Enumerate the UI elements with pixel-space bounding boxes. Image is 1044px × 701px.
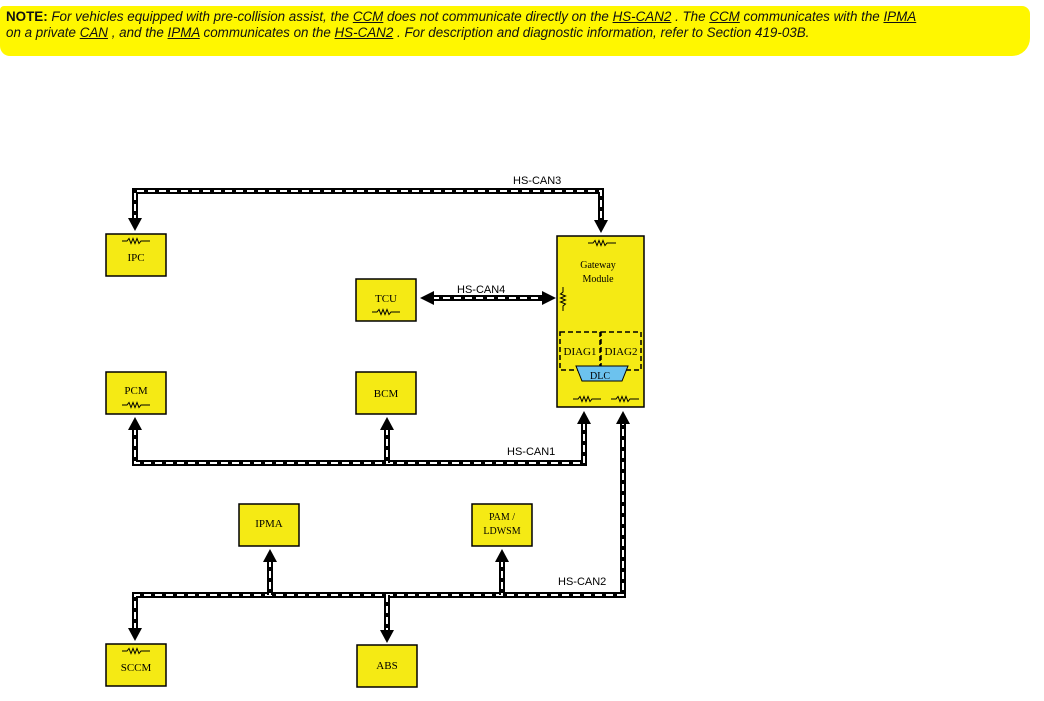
note-banner: NOTE: For vehicles equipped with pre-col… <box>0 0 1044 60</box>
hs-can4-bus <box>420 291 556 305</box>
dlc-connector-icon <box>575 365 629 382</box>
abs-module[interactable]: ABS <box>356 644 418 688</box>
tcu-label: TCU <box>375 293 397 305</box>
sccm-label: SCCM <box>121 662 152 674</box>
diag2-label: DIAG2 <box>605 346 638 358</box>
hs-can4-label: HS-CAN4 <box>457 284 505 296</box>
hs-can1-bus <box>128 411 591 466</box>
pam-label-line1: PAM / <box>489 512 515 523</box>
arrow-head <box>128 417 142 430</box>
arrow-head <box>128 218 142 231</box>
arrow-head <box>616 411 630 424</box>
ipma-link[interactable]: IPMA <box>883 9 917 24</box>
arrow-head <box>577 411 591 424</box>
bcm-module[interactable]: BCM <box>355 371 417 415</box>
note-segment: does not communicate directly on the <box>383 9 613 24</box>
dlc-label: DLC <box>590 371 610 382</box>
ipma-link[interactable]: IPMA <box>167 24 200 40</box>
arrow-head <box>420 291 434 305</box>
note-segment: communicates on the <box>199 24 335 40</box>
note-segment: . For description and diagnostic informa… <box>393 24 810 40</box>
pcm-module[interactable]: PCM <box>105 371 167 415</box>
gateway-label-line1: Gateway <box>580 260 616 271</box>
note-segment: . The <box>671 9 710 24</box>
ipc-module[interactable]: IPC <box>105 233 167 277</box>
tcu-module[interactable]: TCU <box>355 278 417 322</box>
hs-can2-bus <box>128 411 630 643</box>
note-text: NOTE: For vehicles equipped with pre-col… <box>6 9 1036 40</box>
arrow-head <box>380 417 394 430</box>
arrow-head <box>263 549 277 562</box>
arrow-head <box>380 630 394 643</box>
pam-label-line2: LDWSM <box>483 526 520 537</box>
ipc-label: IPC <box>127 252 144 264</box>
gateway-module[interactable]: Gateway Module DIAG1 DIAG2 DLC <box>556 235 645 408</box>
hs-can3-label: HS-CAN3 <box>513 175 561 187</box>
diag1-label: DIAG1 <box>564 346 597 358</box>
pam-ldwsm-module[interactable]: PAM / LDWSM <box>471 503 533 547</box>
arrow-head <box>128 628 142 641</box>
note-segment: communicates with the <box>739 9 884 24</box>
ccm-link[interactable]: CCM <box>352 9 384 24</box>
arrow-head <box>495 549 509 562</box>
abs-label: ABS <box>376 660 397 672</box>
note-segment: on a private <box>6 24 80 40</box>
hs-can3-bus <box>128 188 608 233</box>
note-highlight <box>0 6 1030 56</box>
sccm-module[interactable]: SCCM <box>105 643 167 687</box>
ipma-label: IPMA <box>255 518 283 530</box>
note-segment: , and the <box>107 24 168 40</box>
arrow-head <box>594 220 608 233</box>
hs-can1-label: HS-CAN1 <box>507 446 555 458</box>
ccm-link[interactable]: CCM <box>709 9 740 24</box>
ipma-module[interactable]: IPMA <box>238 503 300 547</box>
hs-can2-link[interactable]: HS-CAN2 <box>334 24 394 40</box>
arrow-head <box>542 291 556 305</box>
can-link[interactable]: CAN <box>79 24 108 40</box>
hs-can2-label: HS-CAN2 <box>558 576 606 588</box>
note-segment: For vehicles equipped with pre-collision… <box>47 9 353 24</box>
bcm-label: BCM <box>374 388 399 400</box>
gateway-label-line2: Module <box>582 274 614 285</box>
note-label: NOTE: <box>6 9 48 24</box>
pcm-label: PCM <box>124 385 147 397</box>
hs-can2-link[interactable]: HS-CAN2 <box>612 9 672 24</box>
